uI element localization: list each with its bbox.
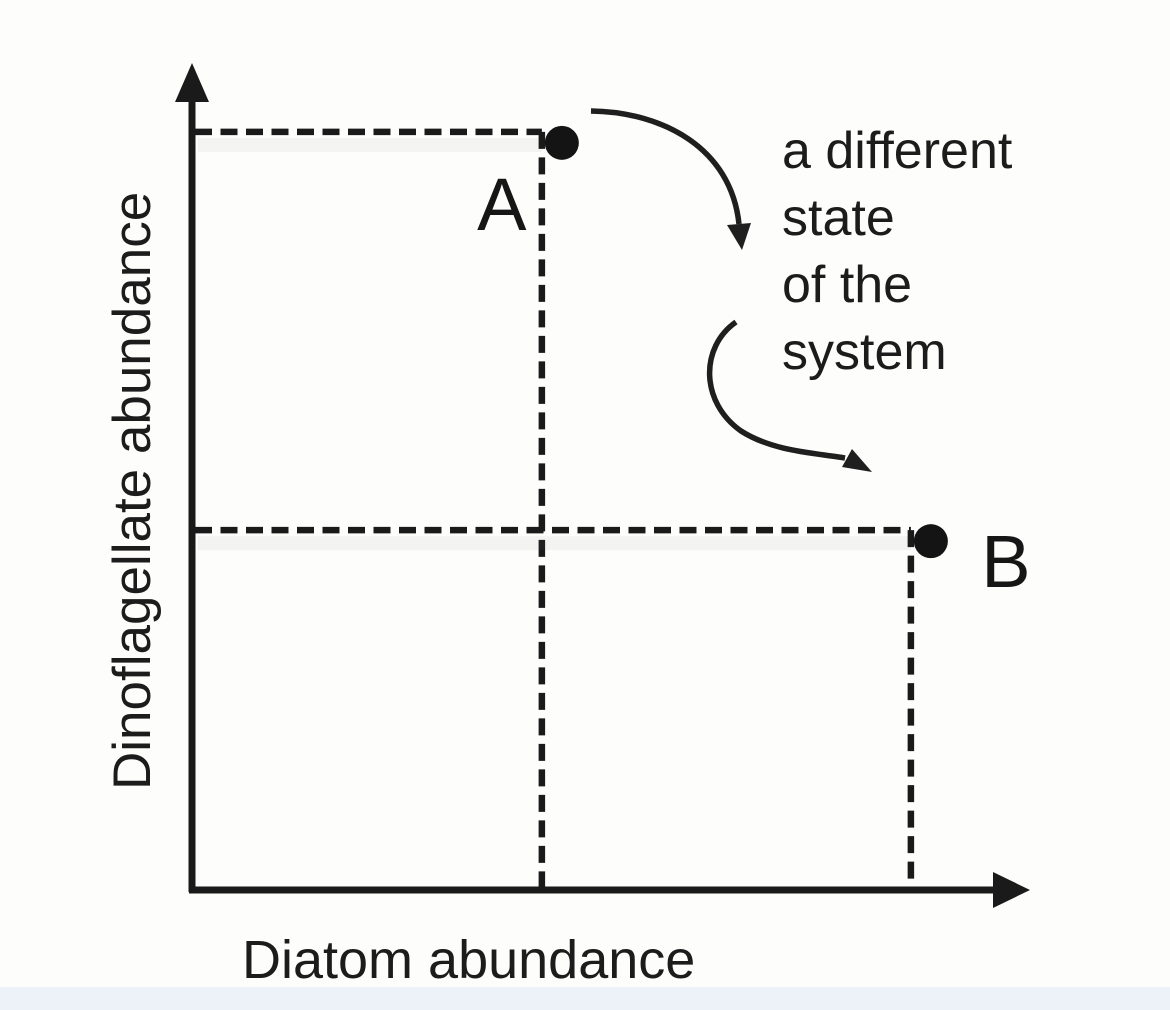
scan-smudge-A (198, 137, 542, 152)
transition-arrow-1-curve (590, 108, 742, 225)
point-B-label: B (981, 520, 1030, 603)
point-A-label: A (477, 163, 527, 246)
annotation-text: a different state of the system (782, 122, 1013, 381)
annotation-line-2: state (782, 189, 895, 247)
y-axis (175, 63, 209, 892)
annotation-line-3: of the (782, 256, 912, 314)
annotation-line-4: system (782, 323, 947, 381)
x-axis-label: Diatom abundance (242, 930, 695, 990)
x-axis (189, 872, 1030, 908)
transition-arrows (590, 108, 872, 472)
transition-arrow-1-head-icon (727, 223, 751, 250)
data-point-A (544, 125, 579, 160)
transition-arrow-2-head-icon (842, 449, 872, 472)
point-B-group: B (195, 520, 1031, 887)
point-A-group: A (195, 125, 579, 887)
y-axis-label: Dinoflagellate abundance (103, 192, 162, 790)
scan-smudge-B (198, 536, 911, 551)
transition-arrow-2-curve (706, 319, 846, 461)
annotation-line-1: a different (782, 122, 1013, 180)
x-axis-arrow-icon (993, 872, 1030, 908)
data-point-B (913, 524, 948, 559)
bottom-edge-strip (0, 987, 1170, 1010)
y-axis-arrow-icon (175, 63, 209, 102)
